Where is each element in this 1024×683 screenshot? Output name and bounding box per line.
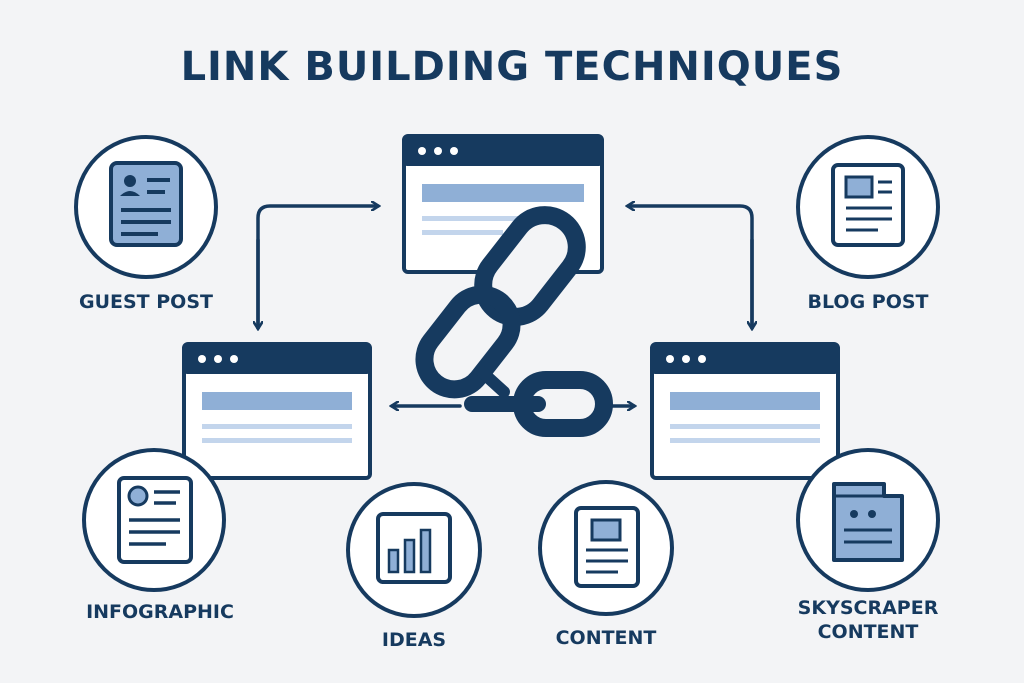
infographic-document-icon xyxy=(117,476,193,564)
window-dot xyxy=(214,355,222,363)
label-ideas: IDEAS xyxy=(381,629,447,651)
window-content-bar xyxy=(670,392,820,410)
chain-link-top xyxy=(474,206,586,326)
bar-chart-icon xyxy=(376,512,452,584)
window-dot xyxy=(418,147,426,155)
window-text-line xyxy=(202,438,352,443)
arrow-right-to-top xyxy=(628,206,754,330)
technique-infographic xyxy=(82,448,226,592)
connector-arrows xyxy=(258,206,752,406)
label-infographic: INFOGRAPHIC xyxy=(86,601,234,623)
window-dot xyxy=(666,355,674,363)
guest-post-document-icon xyxy=(109,161,183,247)
technique-ideas xyxy=(346,482,482,618)
label-content: CONTENT xyxy=(555,627,657,649)
blog-post-document-icon xyxy=(831,163,905,247)
arrow-left-to-top xyxy=(256,206,378,330)
window-text-line xyxy=(422,216,520,221)
technique-content xyxy=(538,480,674,616)
window-content-bar xyxy=(202,392,352,410)
label-guest-post: GUEST POST xyxy=(79,291,213,313)
technique-blog-post xyxy=(796,135,940,279)
window-title-bar xyxy=(652,344,838,374)
window-dot xyxy=(682,355,690,363)
window-text-line xyxy=(670,424,820,429)
window-text-line xyxy=(670,438,820,443)
window-text-line xyxy=(422,230,503,235)
window-dot xyxy=(230,355,238,363)
window-text-line xyxy=(202,424,352,429)
browser-window-left xyxy=(182,342,372,480)
chain-link-icon xyxy=(415,206,613,437)
label-blog-post: BLOG POST xyxy=(807,291,929,313)
window-dot xyxy=(698,355,706,363)
content-document-icon xyxy=(574,506,640,588)
browser-window-right xyxy=(650,342,840,480)
chain-link-connector xyxy=(476,366,510,398)
window-content-bar xyxy=(422,184,584,202)
skyscraper-folder-icon xyxy=(832,482,904,562)
technique-skyscraper-content xyxy=(796,448,940,592)
window-title-bar xyxy=(184,344,370,374)
window-dot xyxy=(198,355,206,363)
window-title-bar xyxy=(404,136,602,166)
browser-window-top xyxy=(402,134,604,274)
page-title: LINK BUILDING TECHNIQUES xyxy=(180,44,844,90)
label-skyscraper-line1: SKYSCRAPER xyxy=(797,597,939,619)
label-skyscraper-line2: CONTENT xyxy=(817,621,919,643)
chain-link-middle xyxy=(415,285,521,399)
window-dot xyxy=(450,147,458,155)
technique-guest-post xyxy=(74,135,218,279)
window-dot xyxy=(434,147,442,155)
